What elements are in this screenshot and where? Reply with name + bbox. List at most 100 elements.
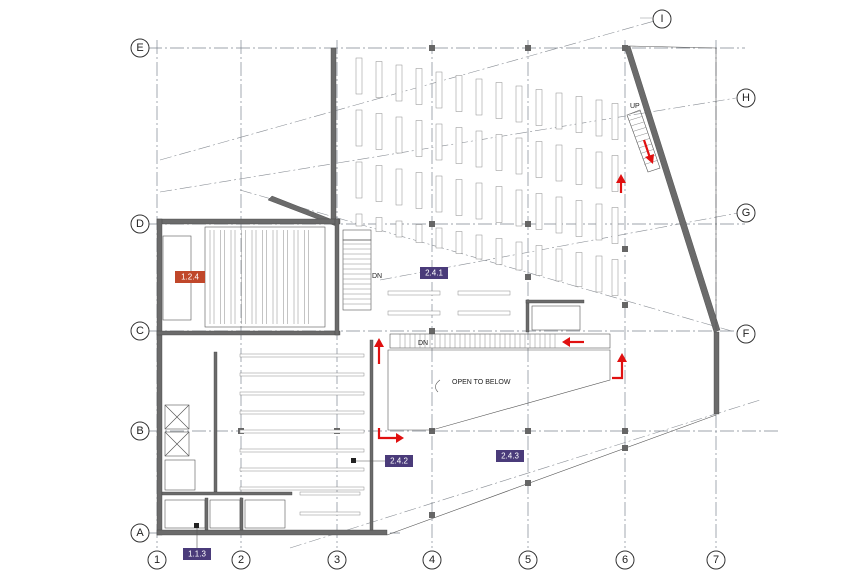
building-envelope xyxy=(386,45,717,536)
book-stack xyxy=(395,220,403,238)
book-stack xyxy=(595,203,603,241)
book-stack xyxy=(355,213,363,227)
grid-bubble-7: 7 xyxy=(706,550,726,570)
grid-bubble-5: 5 xyxy=(518,550,538,570)
stair-room-east xyxy=(531,305,581,331)
book-stack xyxy=(535,193,543,230)
book-stack xyxy=(495,134,503,171)
book-stack xyxy=(475,182,483,220)
book-stack xyxy=(495,238,503,265)
svg-text:I: I xyxy=(660,13,663,25)
stair-north xyxy=(342,229,372,311)
book-stack xyxy=(575,148,583,185)
book-stack xyxy=(415,120,423,157)
grid-bubble-1: 1 xyxy=(147,550,167,570)
grid-bubble-i: I xyxy=(652,9,672,29)
book-stack xyxy=(435,175,443,213)
svg-text:A: A xyxy=(136,527,144,539)
restrooms xyxy=(164,497,286,531)
book-stack xyxy=(515,85,523,123)
grid-bubble-h: H xyxy=(736,88,756,108)
structural-columns xyxy=(238,45,628,518)
book-stack xyxy=(555,144,563,182)
book-stack xyxy=(355,161,363,199)
grid-bubble-4: 4 xyxy=(422,550,442,570)
elevator-core xyxy=(164,404,196,491)
book-stack xyxy=(435,123,443,161)
book-stack xyxy=(611,155,619,192)
book-stack xyxy=(535,245,543,276)
svg-text:B: B xyxy=(136,425,143,437)
book-stack xyxy=(475,130,483,168)
book-stack xyxy=(375,113,383,150)
book-shelf xyxy=(239,391,365,396)
book-stack xyxy=(495,186,503,223)
grid-bubble-d: D xyxy=(130,214,150,234)
book-shelf xyxy=(239,372,365,377)
building-walls xyxy=(156,45,721,536)
svg-text:6: 6 xyxy=(622,554,628,566)
book-stack xyxy=(355,109,363,147)
book-stack xyxy=(611,103,619,140)
book-stack xyxy=(415,172,423,209)
book-stack xyxy=(515,189,523,227)
book-stack xyxy=(455,179,463,216)
grid-bubble-c: C xyxy=(130,321,150,341)
book-stack xyxy=(595,151,603,189)
book-stack xyxy=(595,99,603,137)
svg-text:3: 3 xyxy=(334,554,340,566)
book-shelf xyxy=(239,467,365,472)
book-shelf xyxy=(239,353,365,358)
book-stack xyxy=(515,137,523,175)
book-stack xyxy=(475,78,483,116)
book-stack xyxy=(575,200,583,237)
lower-book-stacks xyxy=(239,353,365,516)
open-to-below-void xyxy=(387,349,611,431)
stair-tread xyxy=(628,116,642,121)
grid-bubble-f: F xyxy=(736,324,756,344)
grid-bubble-g: G xyxy=(736,203,756,223)
grid-bubble-6: 6 xyxy=(615,550,635,570)
book-shelf xyxy=(239,429,365,434)
svg-text:1.1.3: 1.1.3 xyxy=(188,550,206,559)
stair-up-label: UP xyxy=(630,103,640,110)
book-stack xyxy=(555,248,563,282)
svg-text:5: 5 xyxy=(525,554,531,566)
svg-text:2.4.2: 2.4.2 xyxy=(390,457,408,466)
reading-tables xyxy=(387,290,511,316)
svg-text:7: 7 xyxy=(713,554,719,566)
grid-bubble-e: E xyxy=(130,38,150,58)
svg-text:G: G xyxy=(742,207,751,219)
book-stack xyxy=(395,116,403,154)
svg-text:F: F xyxy=(743,328,750,340)
book-stack xyxy=(395,168,403,206)
auditorium-seating xyxy=(204,226,326,328)
book-stack xyxy=(611,259,619,296)
book-stack xyxy=(515,241,523,271)
room-tag-2-4-3: 2.4.3 xyxy=(496,450,524,462)
book-stack xyxy=(375,217,383,232)
book-shelf xyxy=(239,448,365,453)
stair-main xyxy=(389,333,611,349)
book-stack xyxy=(355,57,363,95)
stair-tread xyxy=(630,121,644,127)
book-shelf xyxy=(299,491,361,496)
book-stack xyxy=(455,75,463,112)
stair-tread xyxy=(636,138,650,143)
open-to-below-label: OPEN TO BELOW xyxy=(452,379,511,386)
book-stack xyxy=(415,224,423,243)
book-stack xyxy=(455,231,463,254)
upper-book-stacks xyxy=(355,57,619,296)
circulation-arrows xyxy=(374,139,654,443)
book-stack xyxy=(375,61,383,98)
svg-text:2: 2 xyxy=(238,554,244,566)
book-stack xyxy=(575,252,583,287)
book-stack xyxy=(595,255,603,293)
grid-bubble-2: 2 xyxy=(231,550,251,570)
book-stack xyxy=(415,68,423,105)
stair-tread xyxy=(634,132,648,138)
book-stack xyxy=(535,141,543,178)
room-tag-2-4-2: 2.4.2 xyxy=(351,455,413,467)
book-stack xyxy=(495,82,503,119)
